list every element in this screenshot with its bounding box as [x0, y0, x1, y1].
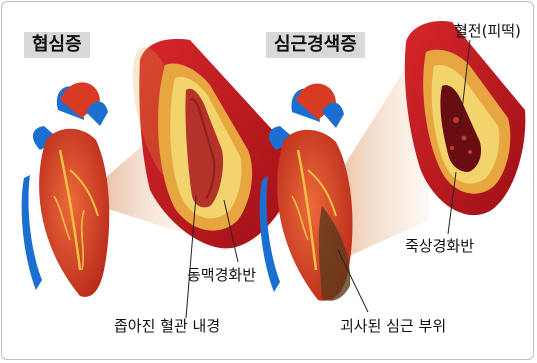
heart-left	[22, 82, 110, 297]
label-necrotic-muscle: 괴사된 심근 부위	[340, 317, 446, 335]
label-thrombus: 혈전(피떡)	[454, 22, 521, 40]
label-plaque: 동맥경화반	[187, 266, 256, 284]
label-narrowed-lumen: 좁아진 혈관 내경	[114, 317, 220, 335]
label-atheroma: 죽상경화반	[405, 237, 474, 255]
panel-title-angina: 협심증	[24, 32, 90, 58]
panel-title-infarction: 심근경색증	[266, 32, 365, 58]
